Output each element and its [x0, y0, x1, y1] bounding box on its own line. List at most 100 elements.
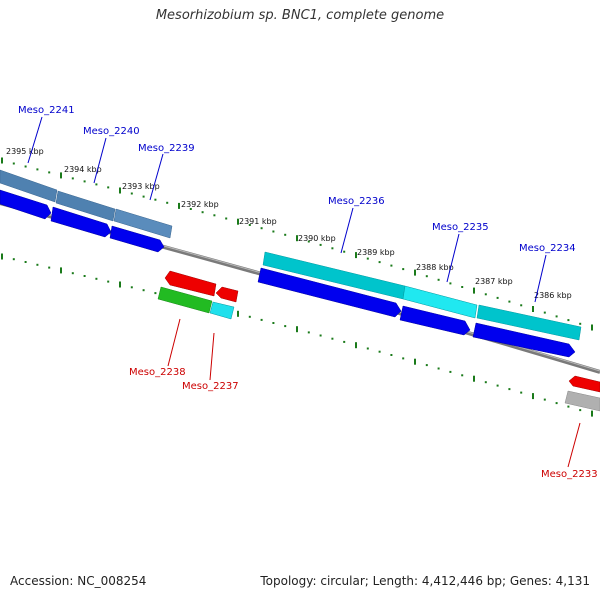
minor-tick: [579, 322, 582, 325]
minor-tick: [402, 357, 405, 360]
major-tick: [237, 310, 239, 317]
gene-label-meso-2239[interactable]: Meso_2239: [138, 143, 195, 154]
minor-tick: [496, 384, 499, 387]
leader-line: [167, 318, 181, 367]
minor-tick: [484, 381, 487, 384]
gene-label-meso-2234[interactable]: Meso_2234: [519, 243, 576, 254]
minor-tick: [213, 214, 216, 217]
minor-tick: [260, 227, 263, 230]
minor-tick: [107, 280, 110, 283]
minor-tick: [390, 354, 393, 356]
gene-meso-2236-b[interactable]: [402, 285, 478, 319]
gene-meso-2238[interactable]: [157, 286, 213, 314]
tick-label: 2393 kbp: [122, 182, 160, 191]
minor-tick: [201, 211, 204, 214]
forward-leaders: [27, 116, 547, 303]
minor-tick: [331, 337, 334, 340]
minor-tick: [378, 261, 381, 264]
gene-meso-2240[interactable]: [55, 190, 116, 222]
minor-tick: [366, 257, 369, 260]
gene-meso-2238-cds[interactable]: [164, 270, 217, 297]
minor-tick: [24, 261, 27, 263]
major-tick: [60, 267, 62, 274]
minor-tick: [449, 282, 452, 285]
minor-tick: [189, 208, 192, 210]
cds-arrow-6[interactable]: [472, 322, 576, 358]
minor-tick: [555, 402, 558, 405]
gene-label-meso-2241[interactable]: Meso_2241: [18, 105, 75, 116]
major-tick: [591, 410, 593, 417]
minor-tick: [95, 183, 98, 186]
major-tick: [532, 306, 534, 312]
outer-tick-track: [1, 157, 593, 331]
minor-tick: [166, 201, 169, 204]
major-tick: [1, 157, 3, 164]
major-tick: [414, 358, 416, 365]
accession-text: Accession: NC_008254: [10, 574, 147, 588]
gene-meso-2237[interactable]: [209, 301, 235, 320]
minor-tick: [307, 331, 310, 334]
gene-label-meso-2237[interactable]: Meso_2237: [182, 381, 239, 392]
minor-tick: [107, 186, 110, 189]
minor-tick: [378, 350, 381, 353]
gene-meso-2233[interactable]: [564, 390, 600, 412]
minor-tick: [449, 370, 452, 373]
gene-meso-2237-cds[interactable]: [215, 286, 239, 303]
cds-arrow-2[interactable]: [50, 206, 112, 238]
leader-line: [340, 207, 354, 254]
cds-arrow-3[interactable]: [109, 225, 165, 253]
cds-arrow-5[interactable]: [399, 305, 471, 336]
gene-label-meso-2235[interactable]: Meso_2235: [432, 222, 489, 233]
map-title: Mesorhizobium sp. BNC1, complete genome: [155, 8, 445, 23]
tick-label: 2387 kbp: [475, 277, 513, 286]
gene-label-meso-2233[interactable]: Meso_2233: [541, 469, 598, 480]
gene-meso-2233-cds[interactable]: [568, 375, 600, 393]
minor-tick: [555, 315, 558, 318]
minor-tick: [83, 275, 86, 277]
major-tick: [414, 269, 416, 276]
minor-tick: [343, 250, 346, 253]
major-tick: [355, 252, 357, 259]
major-tick: [1, 253, 3, 260]
major-tick: [532, 393, 534, 400]
gene-meso-2235[interactable]: [476, 304, 582, 341]
tick-label: 2394 kbp: [64, 165, 102, 174]
cds-arrow-1[interactable]: [0, 189, 52, 220]
gene-meso-2241[interactable]: [0, 169, 58, 203]
minor-tick: [567, 405, 570, 408]
major-tick: [591, 324, 593, 331]
tick-label: 2388 kbp: [416, 263, 454, 272]
gene-meso-2239[interactable]: [113, 208, 173, 239]
minor-tick: [154, 292, 157, 295]
gene-label-meso-2238[interactable]: Meso_2238: [129, 367, 186, 378]
minor-tick: [272, 230, 275, 233]
cds-arrow-4[interactable]: [257, 267, 402, 318]
minor-tick: [142, 289, 145, 292]
minor-tick: [402, 268, 405, 271]
gene-label-meso-2240[interactable]: Meso_2240: [83, 126, 140, 137]
tick-label: 2391 kbp: [239, 217, 277, 226]
minor-tick: [36, 263, 39, 266]
major-tick: [355, 342, 357, 349]
minor-tick: [260, 318, 263, 321]
minor-tick: [71, 272, 74, 275]
leader-line: [567, 422, 581, 468]
minor-tick: [319, 334, 322, 337]
minor-tick: [343, 340, 346, 343]
major-tick: [473, 287, 475, 294]
minor-tick: [154, 198, 157, 201]
topology-text: Topology: circular; Length: 4,412,446 bp…: [260, 574, 590, 588]
tick-label: 2390 kbp: [298, 234, 336, 243]
leader-line: [93, 137, 107, 184]
minor-tick: [225, 217, 228, 220]
minor-tick: [461, 286, 464, 288]
minor-tick: [319, 243, 322, 246]
gene-label-meso-2236[interactable]: Meso_2236: [328, 196, 385, 207]
minor-tick: [307, 240, 310, 243]
minor-tick: [437, 278, 440, 281]
minor-tick: [437, 367, 440, 370]
minor-tick: [36, 168, 39, 171]
minor-tick: [83, 180, 86, 183]
minor-tick: [496, 296, 499, 299]
minor-tick: [12, 258, 15, 261]
